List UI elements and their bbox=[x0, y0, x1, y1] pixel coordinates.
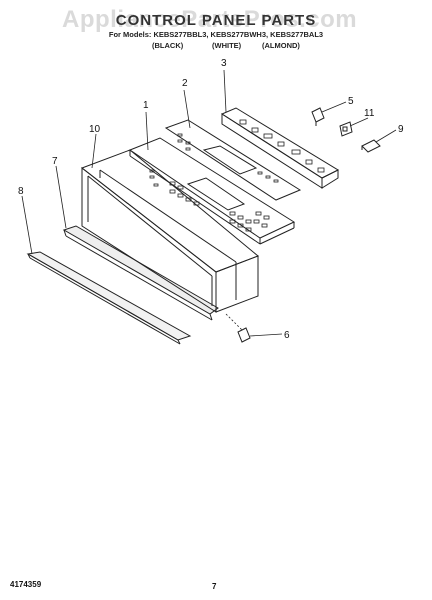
model-numbers: For Models: KEBS277BBL3, KEBS277BWH3, KE… bbox=[108, 30, 324, 39]
color-black: (BLACK) bbox=[152, 41, 184, 50]
part-clip bbox=[311, 107, 325, 126]
callout-11: 11 bbox=[364, 108, 375, 119]
color-white: (WHITE) bbox=[212, 41, 242, 50]
part-switch bbox=[339, 121, 353, 137]
part-control-panel bbox=[128, 137, 296, 245]
page-title: CONTROL PANEL PARTS bbox=[115, 12, 317, 29]
callout-6: 6 bbox=[284, 330, 290, 341]
part-lower-trim bbox=[62, 225, 219, 321]
part-circuit-board bbox=[220, 107, 340, 189]
part-bracket bbox=[361, 139, 381, 153]
page-number: 7 bbox=[212, 582, 217, 591]
callout-8: 8 bbox=[18, 186, 24, 197]
callout-2: 2 bbox=[182, 78, 188, 89]
callout-1: 1 bbox=[143, 100, 149, 111]
part-trim-strip bbox=[26, 251, 192, 345]
callout-10: 10 bbox=[89, 124, 101, 135]
part-front-frame bbox=[80, 149, 259, 313]
part-small-clip bbox=[237, 327, 251, 343]
part-overlay bbox=[164, 119, 302, 201]
document-part-number: 4174359 bbox=[10, 580, 42, 589]
callout-9: 9 bbox=[398, 124, 404, 135]
callout-3: 3 bbox=[221, 58, 227, 69]
watermark: AppliancePartsPros.com bbox=[62, 6, 358, 33]
color-almond: (ALMOND) bbox=[262, 41, 300, 50]
callout-5: 5 bbox=[348, 96, 354, 107]
callout-7: 7 bbox=[52, 156, 58, 167]
